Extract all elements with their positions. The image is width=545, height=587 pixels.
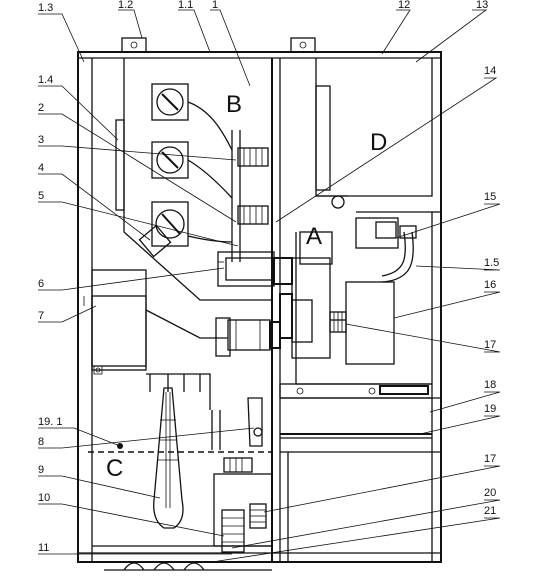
label-20: 20 <box>484 487 496 499</box>
label-1-3: 1.3 <box>38 2 53 14</box>
busbar-compartment-b <box>115 58 272 301</box>
compartment-label-a: A <box>306 223 322 250</box>
label-1-4: 1.4 <box>38 74 53 86</box>
label-1-2: 1.2 <box>118 0 133 11</box>
label-1-1: 1.1 <box>178 0 193 11</box>
label-5: 5 <box>38 190 44 202</box>
label-21: 21 <box>484 505 496 517</box>
label-2: 2 <box>38 102 44 114</box>
compartment-label-c: C <box>106 455 123 482</box>
label-15: 15 <box>484 191 496 203</box>
label-3: 3 <box>38 134 44 146</box>
label-11: 11 <box>38 542 49 554</box>
label-8: 8 <box>38 436 44 448</box>
label-18: 18 <box>484 379 496 391</box>
label-16: 16 <box>484 279 496 291</box>
breaker-compartment-a <box>215 231 433 399</box>
compartment-label-b: B <box>226 91 242 118</box>
label-1: 1 <box>212 0 218 11</box>
label-10: 10 <box>38 492 50 504</box>
label-6: 6 <box>38 278 44 290</box>
label-12: 12 <box>398 0 410 11</box>
label-1-5: 1.5 <box>484 257 499 269</box>
label-14: 14 <box>484 65 496 77</box>
low-voltage-compartment-d <box>315 58 442 213</box>
leader-lines <box>38 9 501 563</box>
right-lower-compartments <box>280 397 441 562</box>
cable-compartment-c <box>83 269 273 571</box>
label-4: 4 <box>38 162 44 174</box>
label-17-upper: 17 <box>484 339 496 351</box>
label-17-lower: 17 <box>484 453 496 465</box>
operating-mechanism <box>355 211 433 384</box>
label-7: 7 <box>38 310 44 322</box>
label-13: 13 <box>476 0 488 11</box>
static-contact-box <box>217 251 293 287</box>
compartment-label-d: D <box>370 129 387 156</box>
label-9: 9 <box>38 464 44 476</box>
label-19-1: 19. 1 <box>38 416 62 428</box>
label-19: 19 <box>484 403 496 415</box>
